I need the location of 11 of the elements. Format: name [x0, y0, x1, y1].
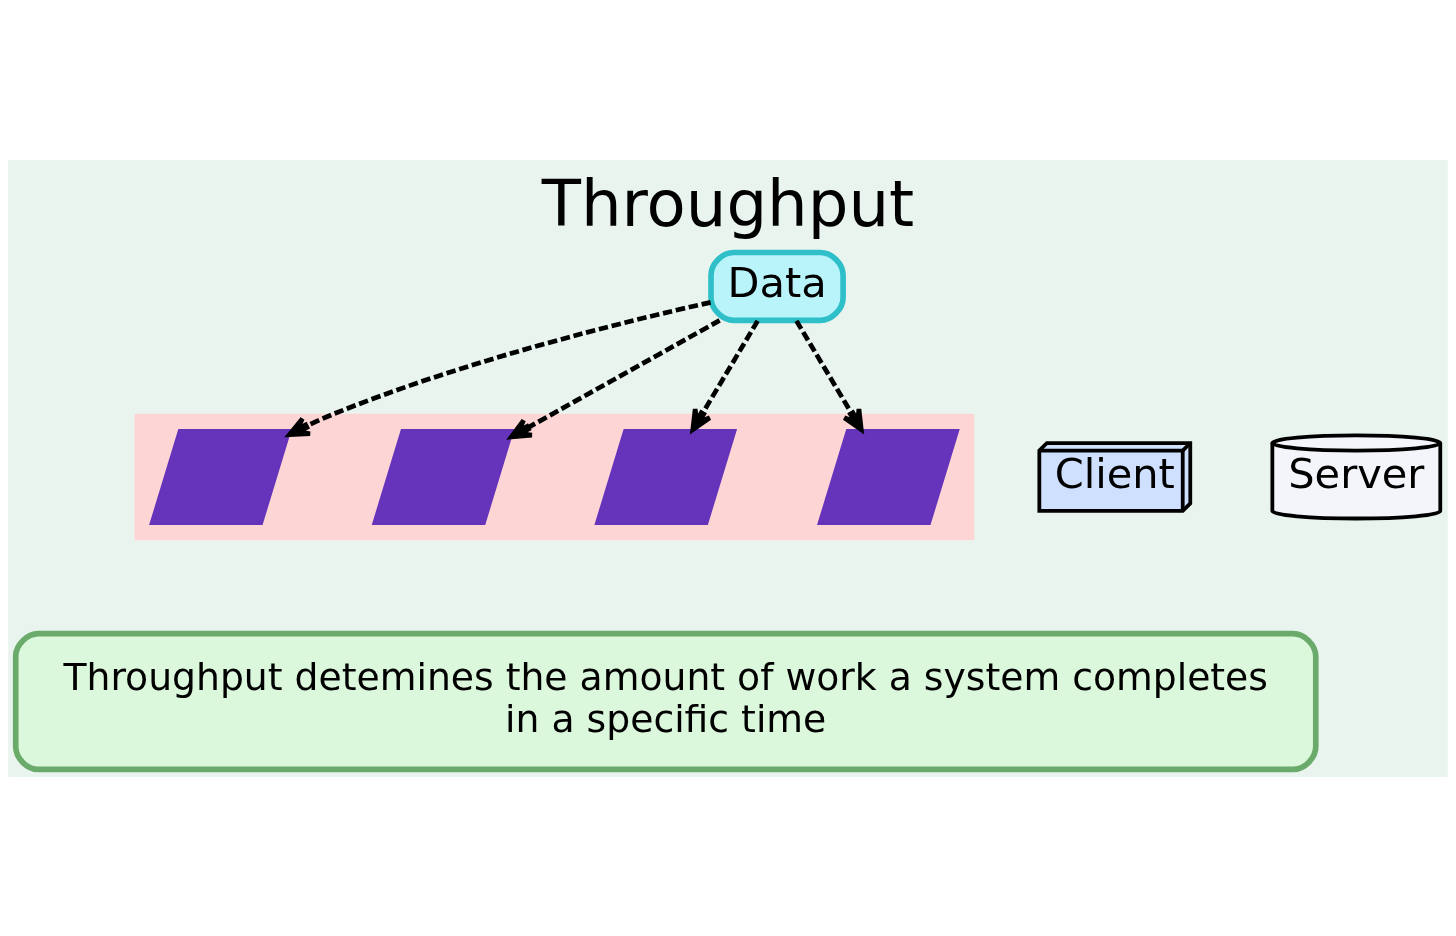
node-box: Throughput detemines the amount of work a system completes in a specific time	[12, 630, 1319, 772]
arrow	[508, 317, 721, 439]
arrow	[794, 319, 864, 432]
node-parallelogram	[817, 428, 960, 525]
node-box: Data	[708, 249, 846, 323]
node-parallelogram	[149, 428, 292, 525]
node-parallelogram	[371, 428, 515, 525]
diagram-title: Throughput	[541, 165, 915, 241]
arrow	[690, 319, 760, 432]
arrow	[287, 299, 712, 437]
node-parallelogram	[594, 428, 738, 525]
